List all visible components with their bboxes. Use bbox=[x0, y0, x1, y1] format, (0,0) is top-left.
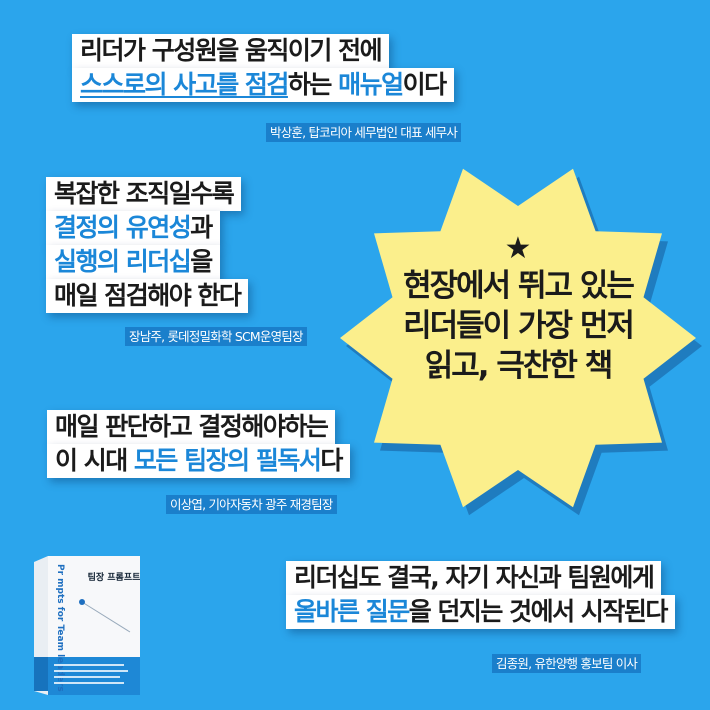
starburst-text: ★ 현장에서 뛰고 있는 리더들이 가장 먼저 읽고, 극찬한 책 bbox=[378, 232, 658, 386]
quote-text: 다 bbox=[320, 446, 343, 475]
highlighted-text: 매뉴얼 bbox=[338, 70, 404, 99]
quote-text: 을 bbox=[190, 247, 213, 276]
quote-2-attribution: 장남주, 롯데정밀화학 SCM운영팀장 bbox=[125, 327, 307, 346]
quote-text: 이 시대 bbox=[55, 446, 134, 475]
quote-text: 리더십도 결국, 자기 자신과 팀원에게 bbox=[294, 563, 655, 592]
burst-line: 읽고, 극찬한 책 bbox=[424, 348, 613, 384]
quote-text: 리더가 구성원을 움직이기 전에 bbox=[80, 36, 383, 65]
quote-text: 매일 점검해야 한다 bbox=[54, 281, 242, 310]
quote-text: 매일 판단하고 결정해야하는 bbox=[55, 412, 329, 441]
burst-line: 리더들이 가장 먼저 bbox=[403, 308, 635, 344]
highlighted-text: 결정의 유연성 bbox=[54, 213, 192, 242]
quote-text: 하는 bbox=[287, 70, 339, 99]
quote-line: 스스로의 사고를 점검하는 매뉴얼이다 bbox=[72, 68, 454, 102]
quote-text: 복잡한 조직일수록 bbox=[54, 179, 235, 208]
quote-line: 리더십도 결국, 자기 자신과 팀원에게 bbox=[286, 561, 662, 595]
quote-line: 올바른 질문을 던지는 것에서 시작된다 bbox=[286, 595, 675, 629]
highlighted-text: 모든 팀장의 필독서 bbox=[133, 446, 322, 475]
quote-1-attribution: 박상훈, 탑코리아 세무법인 대표 세무사 bbox=[266, 123, 462, 142]
quote-text: 과 bbox=[190, 213, 213, 242]
book-title-ko: 팀장 프롬프트 bbox=[88, 571, 140, 583]
highlighted-text: 실행의 리더십 bbox=[54, 247, 192, 276]
quote-4-attribution: 김종원, 유한양행 홍보팀 이사 bbox=[492, 654, 642, 673]
highlighted-text: 스스로의 사고를 점검 bbox=[80, 70, 289, 99]
highlighted-text: 올바른 질문 bbox=[294, 597, 410, 626]
quote-line: 리더가 구성원을 움직이기 전에 bbox=[72, 34, 390, 68]
book-cover-image: 팀장 프롬프트 Pr mpts for Team leaders bbox=[34, 556, 140, 695]
quote-line: 결정의 유연성과 bbox=[46, 211, 220, 245]
quote-line: 매일 점검해야 한다 bbox=[46, 279, 249, 313]
quote-text: 을 던지는 것에서 시작된다 bbox=[408, 597, 669, 626]
burst-line: 현장에서 뛰고 있는 bbox=[403, 268, 635, 304]
book-title-en: Pr mpts for Team leaders bbox=[55, 564, 65, 692]
star-icon: ★ bbox=[504, 231, 532, 266]
quote-line: 매일 판단하고 결정해야하는 bbox=[47, 410, 336, 444]
quote-line: 복잡한 조직일수록 bbox=[46, 177, 242, 211]
quote-line: 실행의 리더십을 bbox=[46, 245, 220, 279]
quote-line: 이 시대 모든 팀장의 필독서다 bbox=[47, 444, 350, 478]
quote-text: 이다 bbox=[402, 70, 448, 99]
quote-3-attribution: 이상엽, 기아자동차 광주 재경팀장 bbox=[166, 495, 337, 514]
